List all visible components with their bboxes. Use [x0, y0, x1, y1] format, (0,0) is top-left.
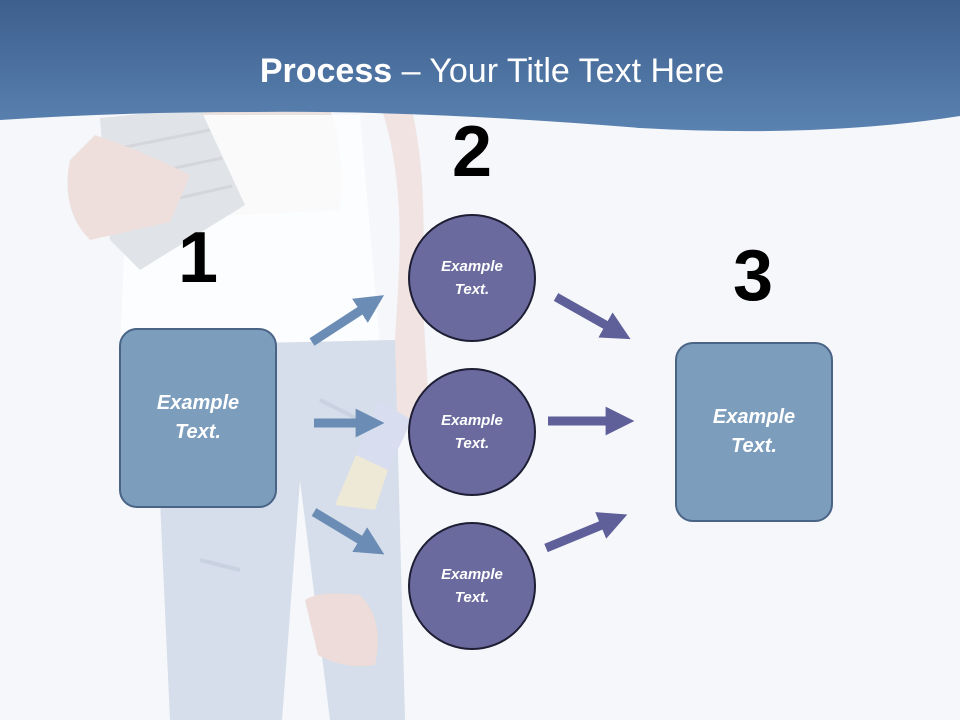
title-strong: Process — [259, 52, 393, 90]
step-3-text: Example Text. — [712, 406, 796, 457]
step-1-box[interactable]: Example Text. — [119, 328, 277, 508]
title-rest: – Your Title Text Here — [392, 52, 725, 90]
step-3-box[interactable]: Example Text. — [675, 342, 833, 522]
step-2-circle-middle-text: Example Text. — [441, 412, 503, 452]
step-3-number: 3 — [732, 236, 774, 316]
step-2-circle-top-text: Example Text. — [441, 258, 503, 298]
step-2-circle-middle[interactable]: Example Text. — [408, 368, 536, 496]
header-band — [0, 0, 960, 132]
step-1-number: 1 — [177, 218, 219, 298]
step-2-circle-bottom[interactable]: Example Text. — [408, 522, 536, 650]
step-1-text: Example Text. — [156, 392, 240, 443]
step-2-circle-top[interactable]: Example Text. — [408, 214, 536, 342]
step-2-number: 2 — [451, 112, 493, 192]
slide-title: Process – Your Title Text Here — [0, 52, 960, 91]
step-2-circle-bottom-text: Example Text. — [441, 566, 503, 606]
